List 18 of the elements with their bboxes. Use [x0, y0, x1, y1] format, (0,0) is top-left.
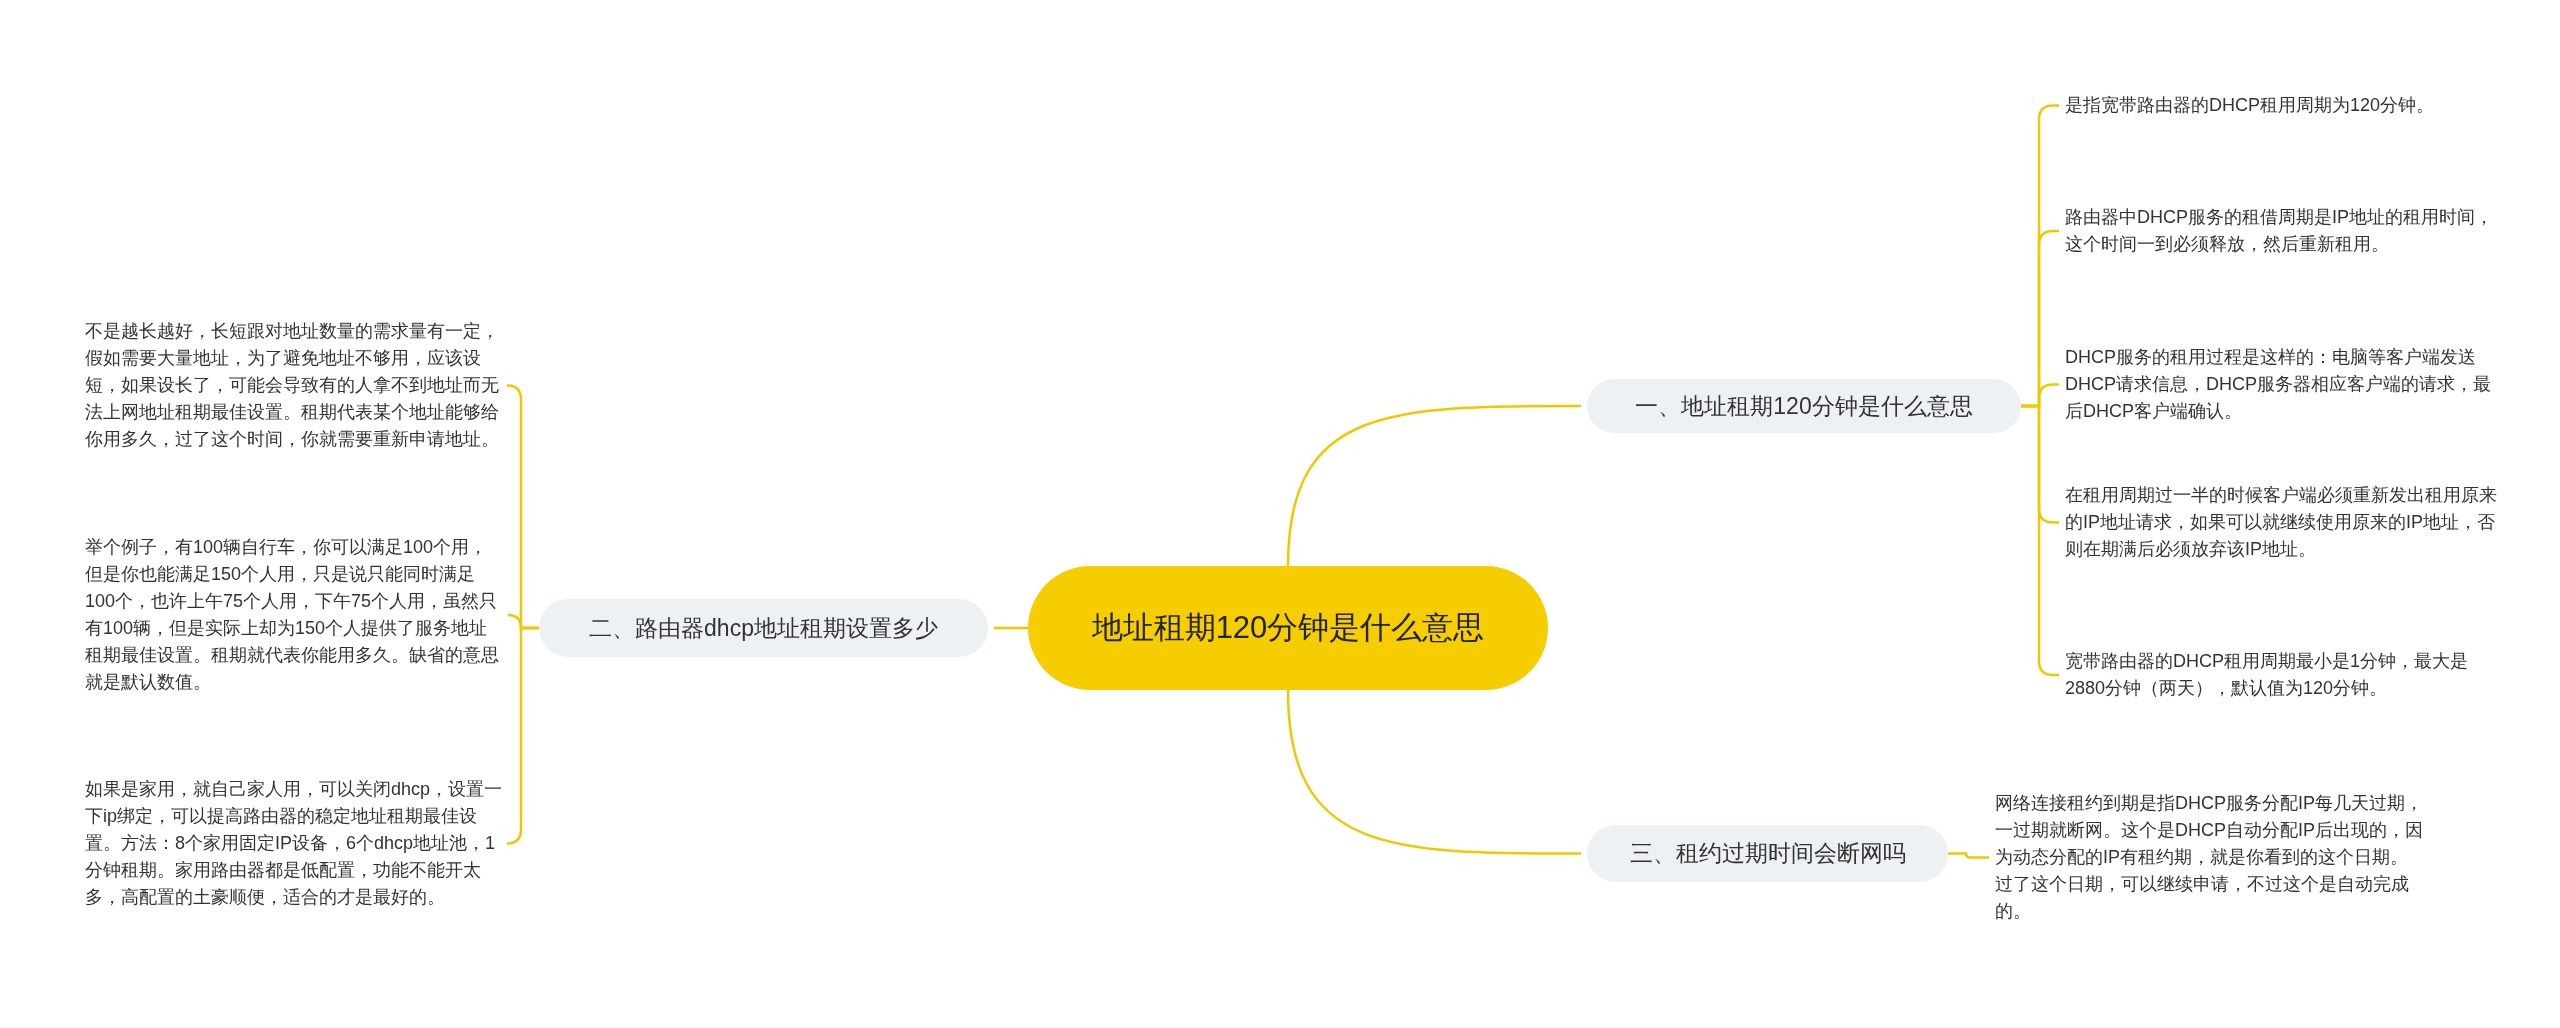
branch-topic: 一、地址租期120分钟是什么意思: [1587, 379, 2021, 433]
note-text: 举个例子，有100辆自行车，你可以满足100个用，但是你也能满足150个人用，只是说只能同时满足100个，也许上午75个人用，下午75个人用，虽然只有100辆，但是实际上却为150个人提供了服务地址租期最佳设置。租期就代表你能用多久。缺省的意思就是默认数值。: [85, 534, 505, 696]
note-text: 不是越长越好，长短跟对地址数量的需求量有一定，假如需要大量地址，为了避免地址不够用，应该设短，如果设长了，可能会导致有的人拿不到地址而无法上网地址租期最佳设置。租期代表某个地址能够给你用多久，过了这个时间，你就需要重新申请地址。: [85, 318, 505, 453]
connector-line: [1948, 852, 1989, 859]
branch-topic: 二、路由器dhcp地址租期设置多少: [539, 599, 988, 657]
note-text: 宽带路由器的DHCP租用周期最小是1分钟，最大是2880分钟（两天），默认值为120分钟。: [2065, 648, 2505, 702]
note-text: 在租用周期过一半的时候客户端必须重新发出租用原来的IP地址请求，如果可以就继续使用原来的IP地址，否则在期满后必须放弃该IP地址。: [2065, 482, 2505, 563]
note-text: DHCP服务的租用过程是这样的：电脑等客户端发送DHCP请求信息，DHCP服务器相应客户端的请求，最后DHCP客户端确认。: [2065, 344, 2505, 425]
note-text: 是指宽带路由器的DHCP租用周期为120分钟。: [2065, 92, 2505, 119]
connector-line: [505, 626, 539, 845]
connector-line: [994, 626, 1028, 630]
central-topic: 地址租期120分钟是什么意思: [1028, 566, 1548, 690]
note-text: 网络连接租约到期是指DHCP服务分配IP每几天过期，一过期就断网。这个是DHCP自动分配IP后出现的，因为动态分配的IP有租约期，就是你看到的这个日期。过了这个日期，可以继续申请，不过这个是自动完成的。: [1995, 790, 2425, 925]
branch-topic: 三、租约过期时间会断网吗: [1587, 825, 1948, 882]
connector-line: [1286, 689, 1581, 855]
note-text: 路由器中DHCP服务的租借周期是IP地址的租用时间，这个时间一到必须释放，然后重新租用。: [2065, 204, 2505, 258]
note-text: 如果是家用，就自己家人用，可以关闭dhcp，设置一下ip绑定，可以提高路由器的稳定地址租期最佳设置。方法：8个家用固定IP设备，6个dhcp地址池，1分钟租期。家用路由器都是低配置，功能不能开太多，高配置的土豪顺便，适合的才是最好的。: [85, 776, 505, 911]
connector-line: [1286, 404, 1581, 567]
